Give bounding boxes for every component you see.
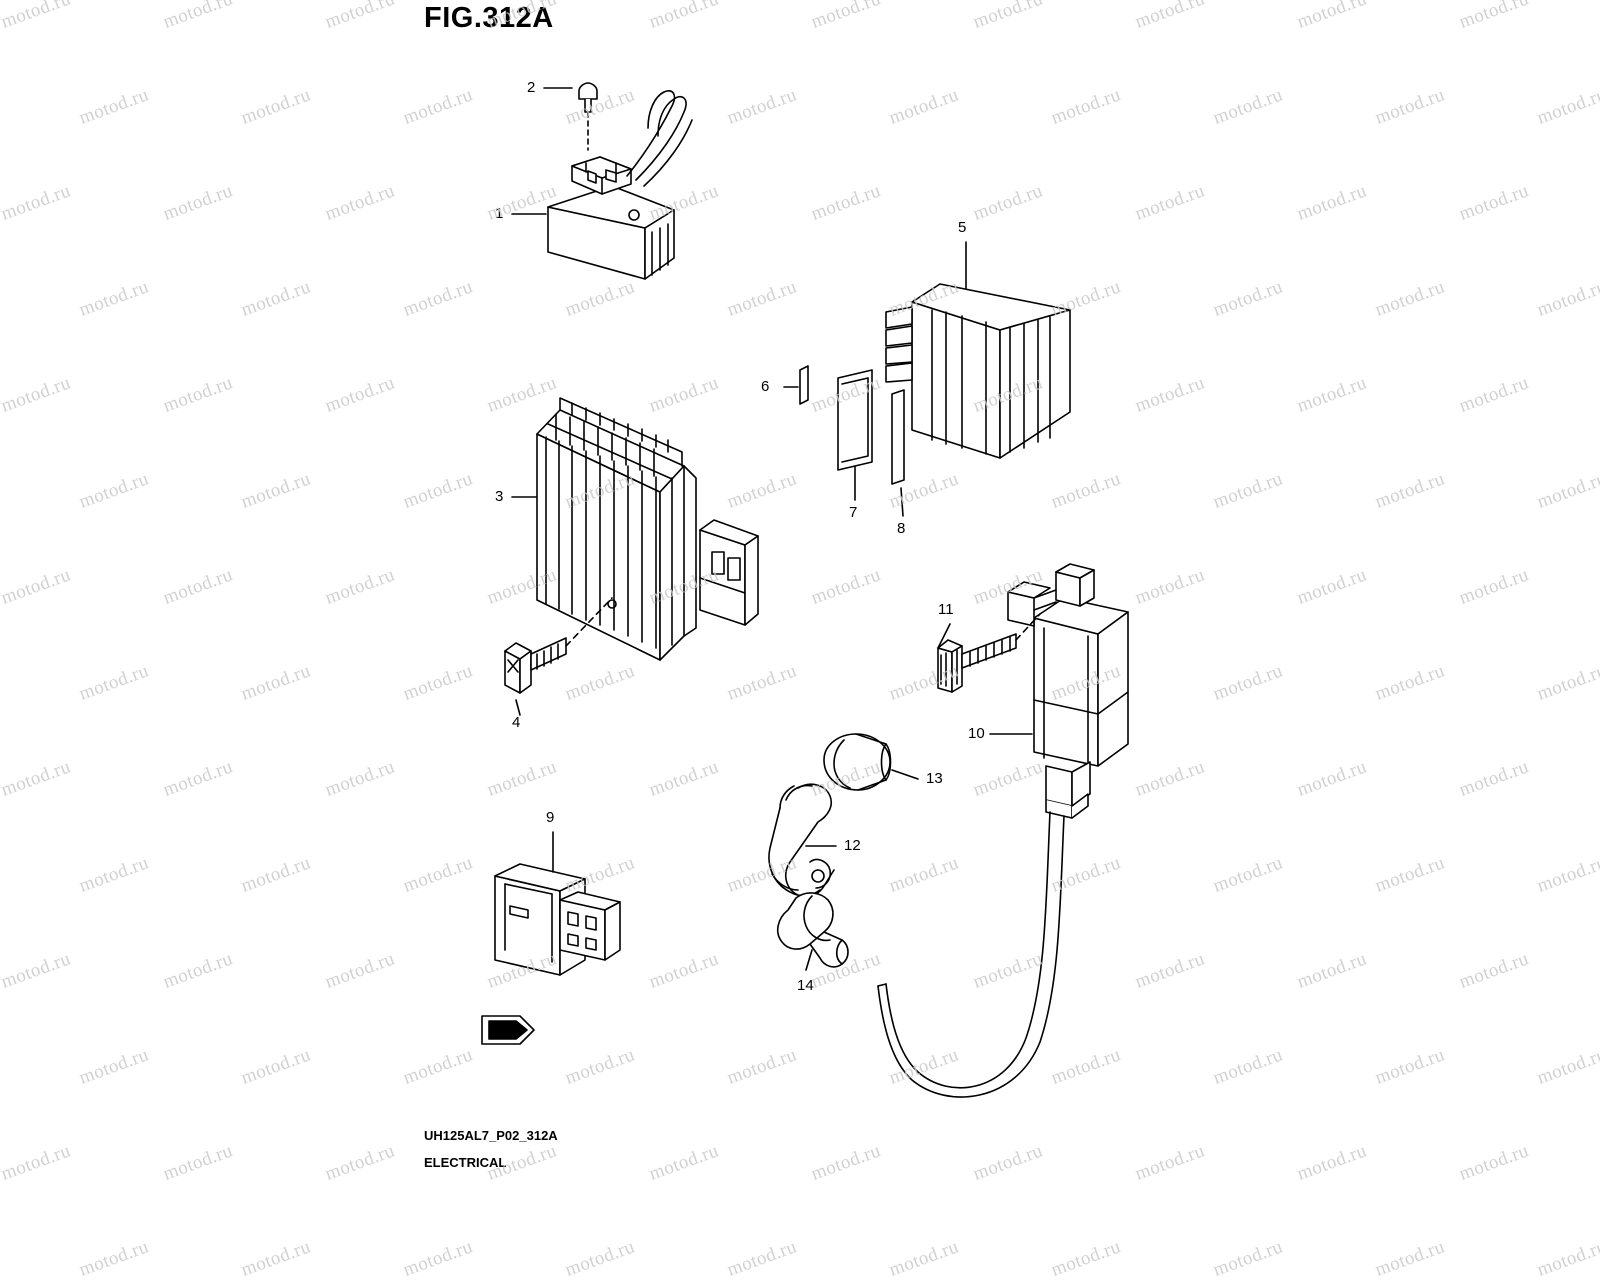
callout-4: 4 [512, 714, 521, 731]
page-title: FIG.312A [424, 2, 554, 34]
watermark-text: motod.ru [1048, 1236, 1124, 1281]
callout-6: 6 [761, 378, 770, 395]
callout-2: 2 [527, 79, 536, 96]
watermark-text: motod.ru [76, 1236, 152, 1281]
callout-13: 13 [926, 770, 943, 787]
callout-3: 3 [495, 488, 504, 505]
watermark-text: motod.ru [1210, 1236, 1286, 1281]
callout-9: 9 [546, 809, 555, 826]
watermark-text: motod.ru [562, 1236, 638, 1281]
callout-1: 1 [495, 205, 504, 222]
callout-14: 14 [797, 977, 814, 994]
footer-part-code: UH125AL7_P02_312A [424, 1128, 558, 1143]
callout-12: 12 [844, 837, 861, 854]
watermark-text: motod.ru [1534, 1236, 1600, 1281]
watermark-text: motod.ru [400, 1236, 476, 1281]
watermark-text: motod.ru [886, 1236, 962, 1281]
watermark-text: motod.ru [238, 1236, 314, 1281]
parts-illustration [481, 82, 1129, 1098]
callout-7: 7 [849, 504, 858, 521]
callout-8: 8 [897, 520, 906, 537]
footer-section-name: ELECTRICAL [424, 1155, 507, 1170]
callout-11: 11 [938, 601, 954, 618]
watermark-text: motod.ru [1372, 1236, 1448, 1281]
callout-10: 10 [968, 725, 985, 742]
callout-5: 5 [958, 219, 967, 236]
watermark-text: motod.ru [724, 1236, 800, 1281]
